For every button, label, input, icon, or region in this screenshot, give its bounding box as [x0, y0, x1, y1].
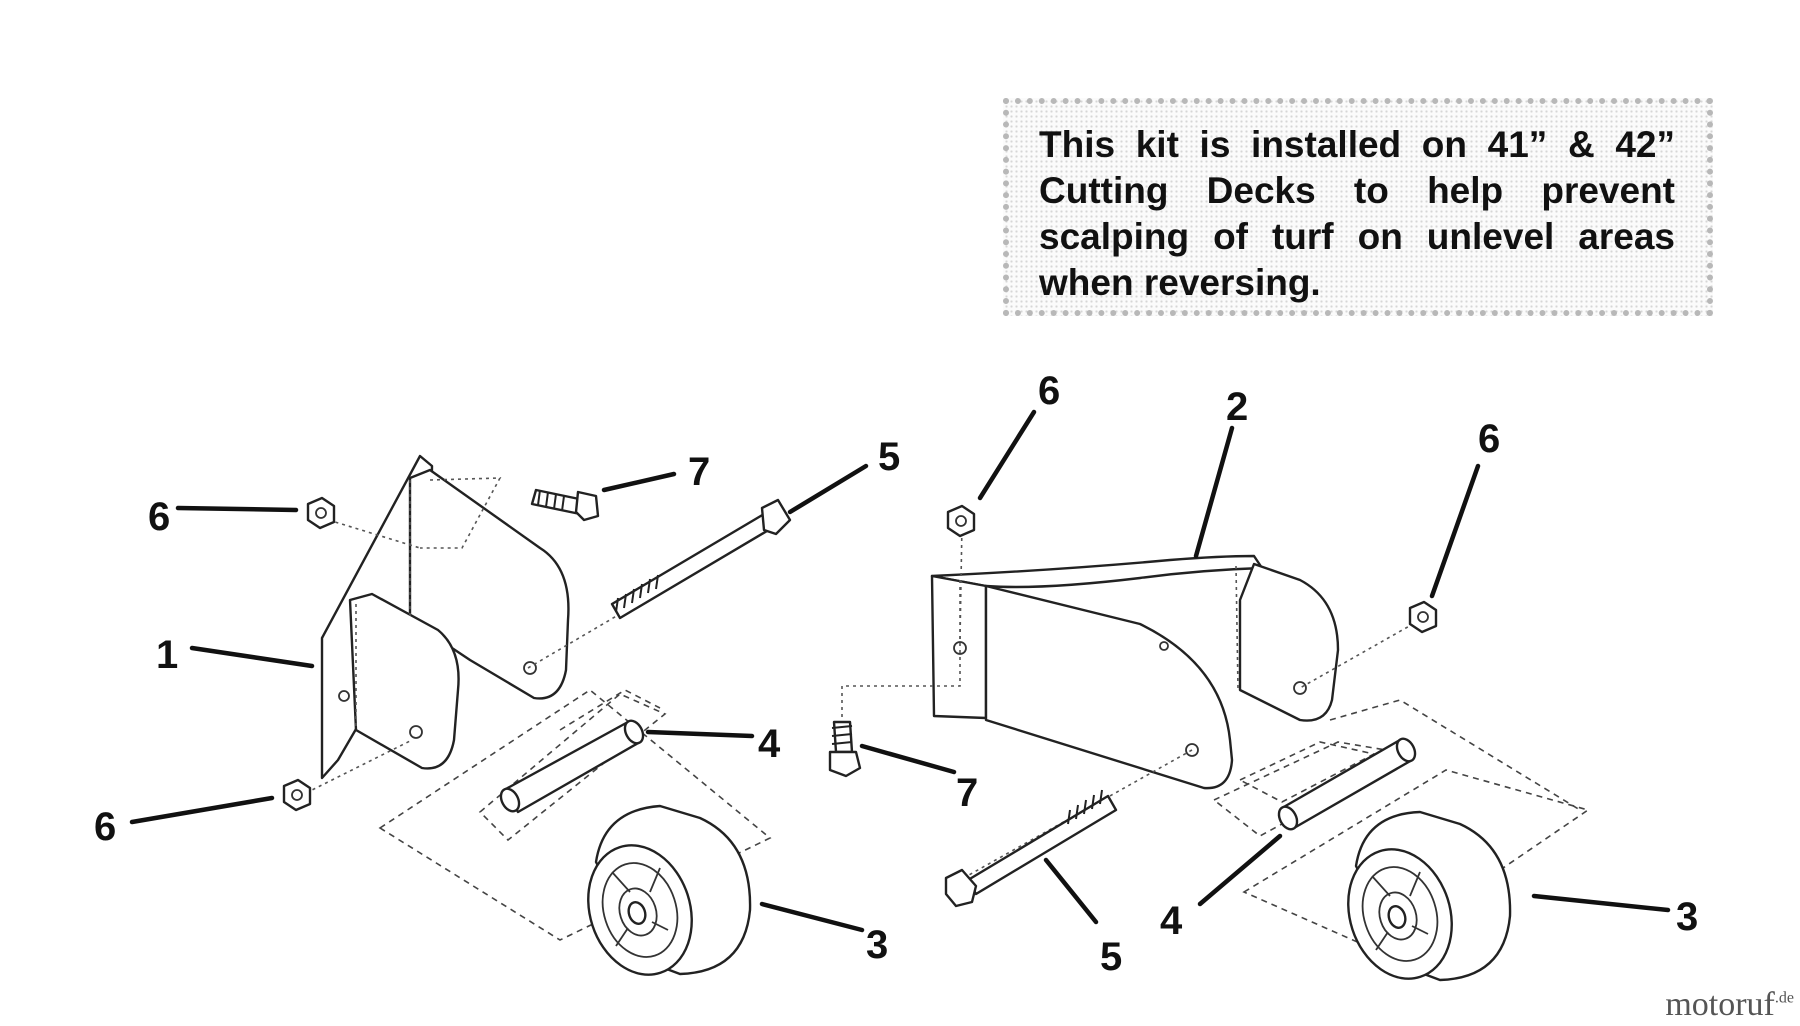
left-nut-top: [306, 496, 421, 549]
callout-7-right: 7: [956, 771, 978, 815]
leader-5-left: [787, 463, 869, 515]
watermark-logo: motoruf.de: [1665, 986, 1794, 1024]
leader-7-left: [601, 471, 677, 493]
leader-lines: [129, 409, 1671, 933]
right-bracket-hole-back: [953, 641, 967, 655]
right-spacer: [1277, 737, 1417, 831]
watermark-tld: .de: [1774, 989, 1794, 1007]
leader-6-bottom-left: [129, 795, 275, 825]
right-long-bolt: [944, 749, 1193, 908]
right-short-bolt: [828, 720, 862, 778]
left-mount-plate-ghost: [378, 689, 772, 941]
left-long-bolt: [527, 498, 792, 669]
right-bracket: [841, 554, 1340, 790]
callout-7-left: 7: [688, 450, 710, 494]
leader-3-left: [759, 901, 865, 933]
right-long-bolt-shank: [966, 794, 1118, 896]
leader-1: [189, 645, 315, 669]
leader-2: [1193, 425, 1235, 559]
left-short-bolt-head: [574, 490, 600, 522]
callout-3-left: 3: [866, 923, 888, 967]
installation-note-text: This kit is installed on 41” & 42” Cutti…: [1039, 124, 1675, 303]
right-bracket-back-plate: [930, 574, 988, 720]
callout-6-bottom-left: 6: [94, 805, 116, 849]
leader-4-right: [1197, 833, 1283, 907]
callout-1: 1: [156, 633, 178, 677]
right-mount-plate-ghost: [1242, 769, 1590, 953]
left-bracket: [320, 454, 570, 780]
right-top-ghost: [1329, 699, 1581, 811]
right-short-bolt-head: [828, 750, 862, 778]
right-bracket-hole-main: [1185, 743, 1199, 757]
right-nut-top: [946, 504, 976, 641]
callout-5-left: 5: [878, 435, 900, 479]
left-bracket-hole-back: [338, 690, 350, 702]
callout-6-right: 6: [1478, 417, 1500, 461]
callout-6-top-mid: 6: [1038, 369, 1060, 413]
left-bracket-hole-upper: [523, 661, 537, 675]
right-bracket-hole-upper: [1159, 641, 1169, 651]
right-roller: [1347, 810, 1512, 982]
left-long-bolt-shank: [610, 512, 774, 620]
installation-note-box: This kit is installed on 41” & 42” Cutti…: [1003, 98, 1713, 316]
left-short-bolt-path: [420, 477, 502, 549]
right-bracket-rear-flange: [1238, 562, 1340, 722]
left-nut-bottom: [282, 739, 413, 812]
leader-4-left: [645, 729, 755, 739]
left-assembly: [282, 454, 792, 976]
watermark-brand: motoruf: [1665, 986, 1775, 1023]
leader-6-right: [1429, 463, 1481, 599]
left-short-bolt: [420, 477, 600, 549]
left-mount-bracket-ghost: [478, 693, 667, 842]
callout-2: 2: [1226, 385, 1248, 429]
left-spacer: [499, 719, 645, 814]
right-bracket-top-rail: [930, 554, 1264, 589]
right-nut-right: [1299, 600, 1438, 689]
left-long-bolt-head: [760, 498, 792, 536]
leader-3-right: [1531, 893, 1671, 913]
right-bracket-hidden-edge-2: [841, 580, 961, 720]
left-bracket-lower-flange: [348, 592, 460, 770]
left-roller: [587, 804, 752, 976]
callout-4-right: 4: [1160, 899, 1183, 943]
callout-3-right: 3: [1676, 895, 1698, 939]
callout-numbers: 6 1 6 7 5 4 3 6 2 6 7 5 4 3: [94, 369, 1698, 979]
right-long-bolt-head: [944, 868, 978, 908]
leader-6-top-left: [175, 505, 299, 513]
left-bracket-hole-lower: [409, 725, 423, 739]
callout-6-top-left: 6: [148, 495, 170, 539]
right-assembly: [828, 504, 1590, 982]
leader-5-right: [1043, 857, 1099, 925]
right-bracket-main-flange: [984, 584, 1234, 790]
leader-6-top-mid: [977, 409, 1037, 501]
right-bracket-hole-rear: [1293, 681, 1307, 695]
callout-4-left: 4: [758, 722, 781, 766]
right-bracket-hidden-edge: [1235, 565, 1239, 691]
callout-5-right: 5: [1100, 935, 1122, 979]
left-ghost-edge: [559, 689, 661, 731]
leader-7-right: [859, 743, 957, 775]
